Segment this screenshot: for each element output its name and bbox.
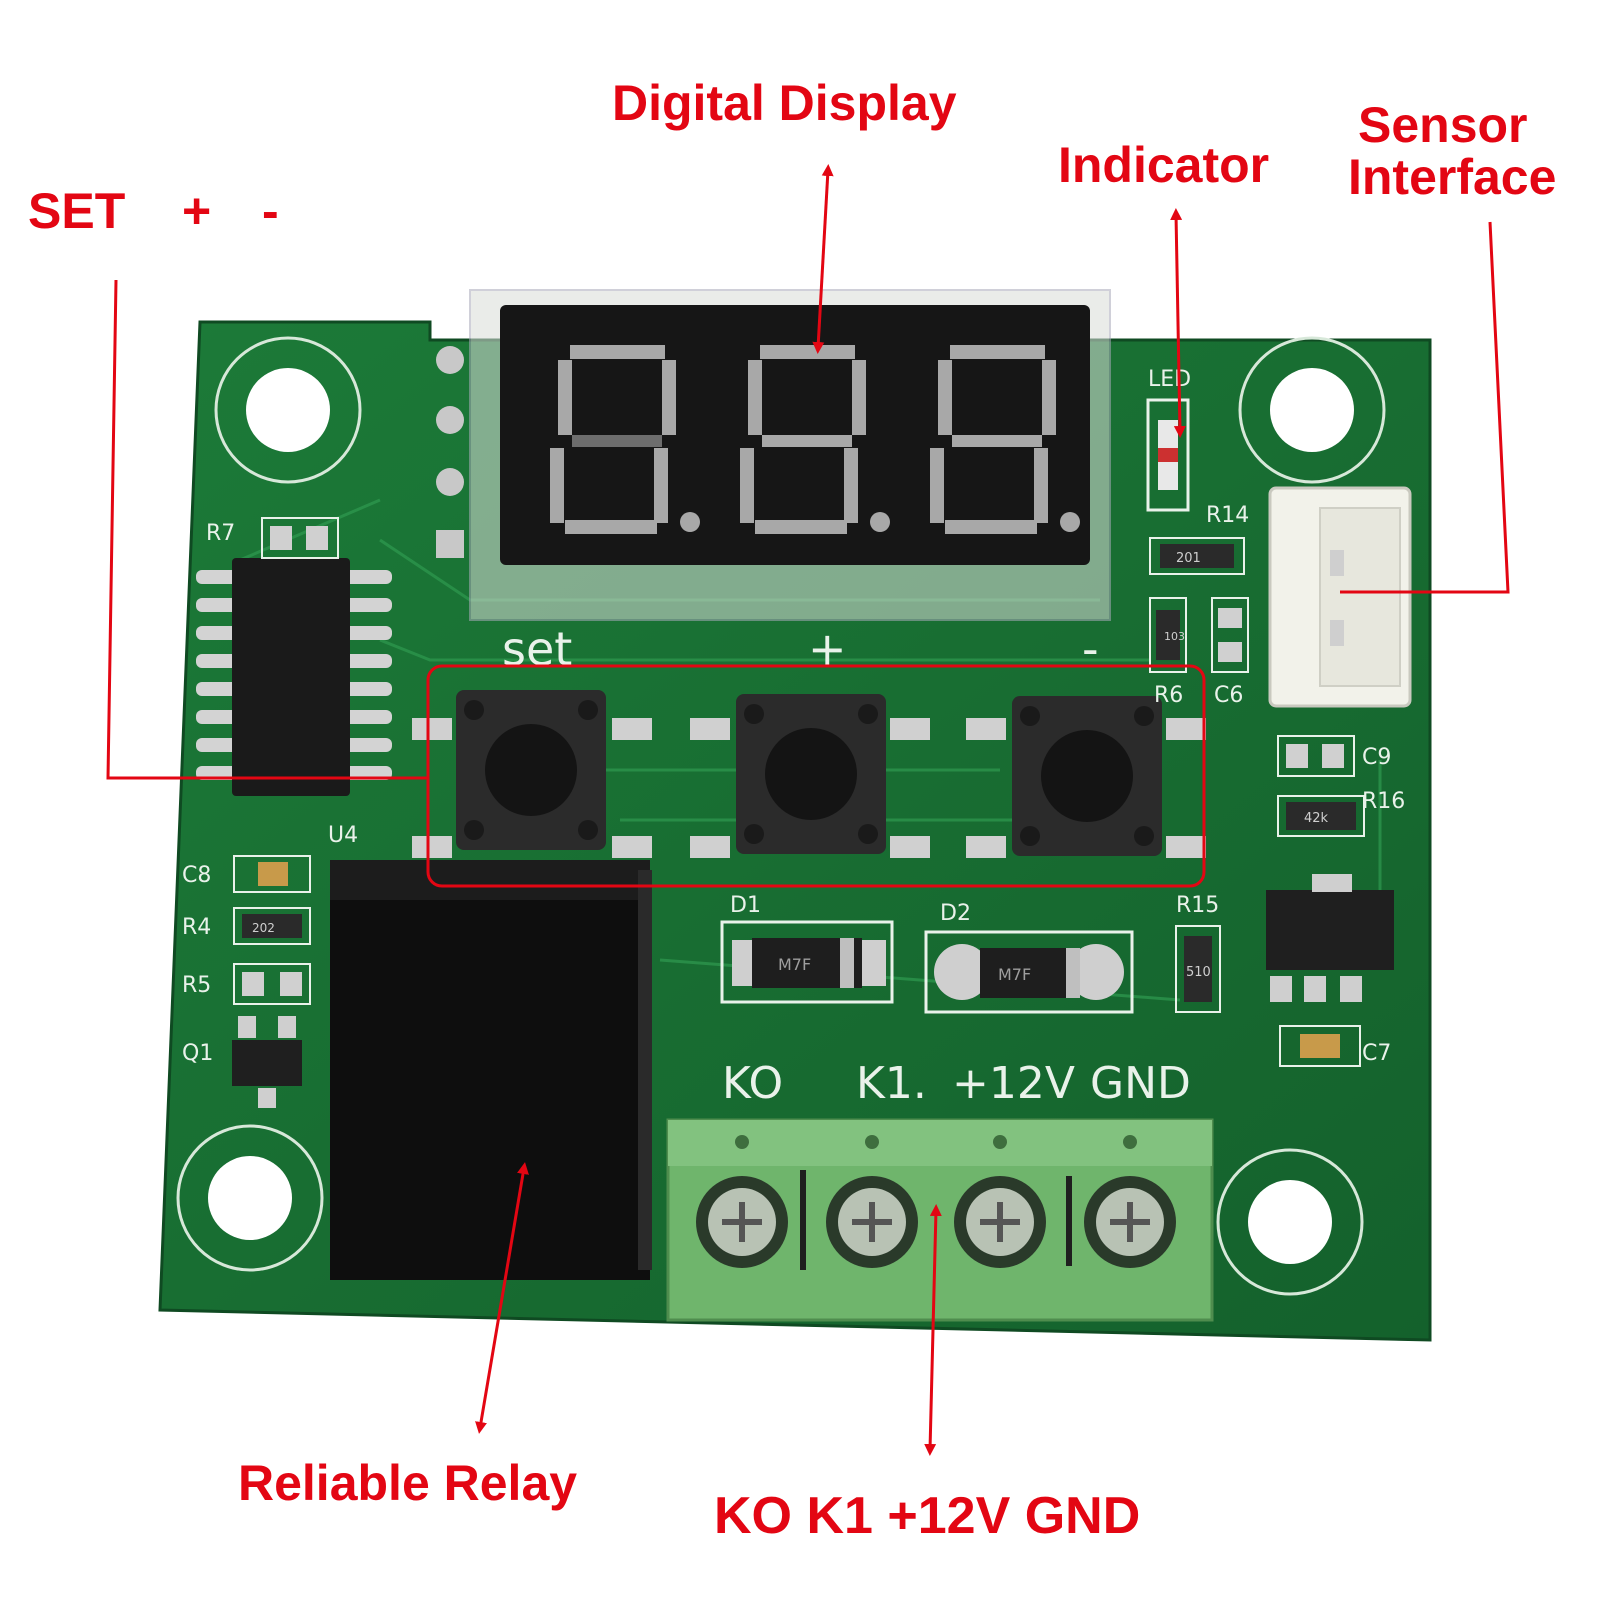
sensor-interface-callout-line2: Interface (1348, 149, 1557, 205)
digit-1 (550, 345, 700, 534)
screw-terminal[interactable] (826, 1176, 918, 1268)
silk-terminal-ko: KO (722, 1058, 783, 1109)
digit-2 (740, 345, 890, 534)
svg-text:103: 103 (1164, 630, 1185, 643)
svg-text:42k: 42k (1304, 811, 1329, 826)
svg-text:R15: R15 (1176, 893, 1219, 918)
digit-3 (930, 345, 1080, 534)
svg-text:R16: R16 (1362, 789, 1405, 814)
mounting-hole (214, 336, 362, 484)
indicator-arrow (1170, 208, 1186, 438)
sensor-interface-callout-line1: Sensor (1358, 97, 1528, 153)
svg-text:M7F: M7F (778, 955, 811, 974)
plus-callout: + (182, 183, 212, 239)
svg-text:U4: U4 (328, 823, 358, 848)
screw-terminal[interactable] (954, 1176, 1046, 1268)
svg-text:C8: C8 (182, 863, 211, 888)
button-set[interactable] (412, 690, 652, 858)
display-arrow (812, 164, 834, 354)
svg-text:Q1: Q1 (182, 1041, 213, 1066)
svg-text:510: 510 (1186, 965, 1211, 980)
svg-text:202: 202 (252, 921, 275, 935)
silk-set-label: set (502, 622, 572, 676)
mounting-hole (176, 1124, 324, 1272)
buttons-highlight-box (426, 664, 1206, 888)
silk-minus-label: - (1082, 622, 1099, 676)
set-callout: SET (28, 183, 126, 239)
smd-components: 201 103 42k 510 202 (232, 517, 1394, 1108)
indicator-callout: Indicator (1058, 137, 1270, 193)
relay-arrow (475, 1162, 529, 1434)
svg-text:R5: R5 (182, 973, 211, 998)
terminals-arrow (924, 1204, 942, 1456)
buttons-leader-line (106, 279, 428, 780)
digital-display-callout: Digital Display (612, 75, 957, 131)
silk-terminal-gnd: GND (1090, 1058, 1191, 1109)
silk-plus-label: + (808, 622, 847, 676)
svg-text:D1: D1 (730, 893, 761, 918)
mounting-hole (1216, 1148, 1364, 1296)
sensor-connector (1268, 486, 1412, 708)
button-plus[interactable] (690, 694, 930, 858)
minus-callout: - (262, 183, 279, 239)
mounting-hole (1238, 336, 1386, 484)
screw-terminal[interactable] (696, 1176, 788, 1268)
terminals-callout: KO K1 +12V GND (714, 1487, 1141, 1545)
svg-text:D2: D2 (940, 901, 971, 926)
relay (330, 860, 652, 1280)
svg-text:201: 201 (1176, 551, 1201, 566)
silk-terminal-k1: K1. (856, 1058, 927, 1109)
svg-text:C9: C9 (1362, 745, 1391, 770)
svg-text:R14: R14 (1206, 503, 1249, 528)
svg-text:R6: R6 (1154, 683, 1183, 708)
svg-text:C7: C7 (1362, 1041, 1391, 1066)
screw-terminal[interactable] (1084, 1176, 1176, 1268)
terminal-block (666, 1118, 1214, 1322)
silk-terminal-12v: +12V (952, 1058, 1075, 1109)
svg-text:LED: LED (1148, 367, 1191, 392)
ic-u4 (196, 558, 392, 796)
svg-text:M7F: M7F (998, 965, 1031, 984)
svg-text:R4: R4 (182, 915, 211, 940)
svg-text:R7: R7 (206, 521, 235, 546)
button-minus[interactable] (966, 696, 1206, 858)
svg-text:C6: C6 (1214, 683, 1243, 708)
relay-callout: Reliable Relay (238, 1455, 578, 1511)
digital-display (436, 289, 1111, 621)
annotations (106, 164, 1510, 1456)
sensor-leader-line (1340, 221, 1510, 594)
